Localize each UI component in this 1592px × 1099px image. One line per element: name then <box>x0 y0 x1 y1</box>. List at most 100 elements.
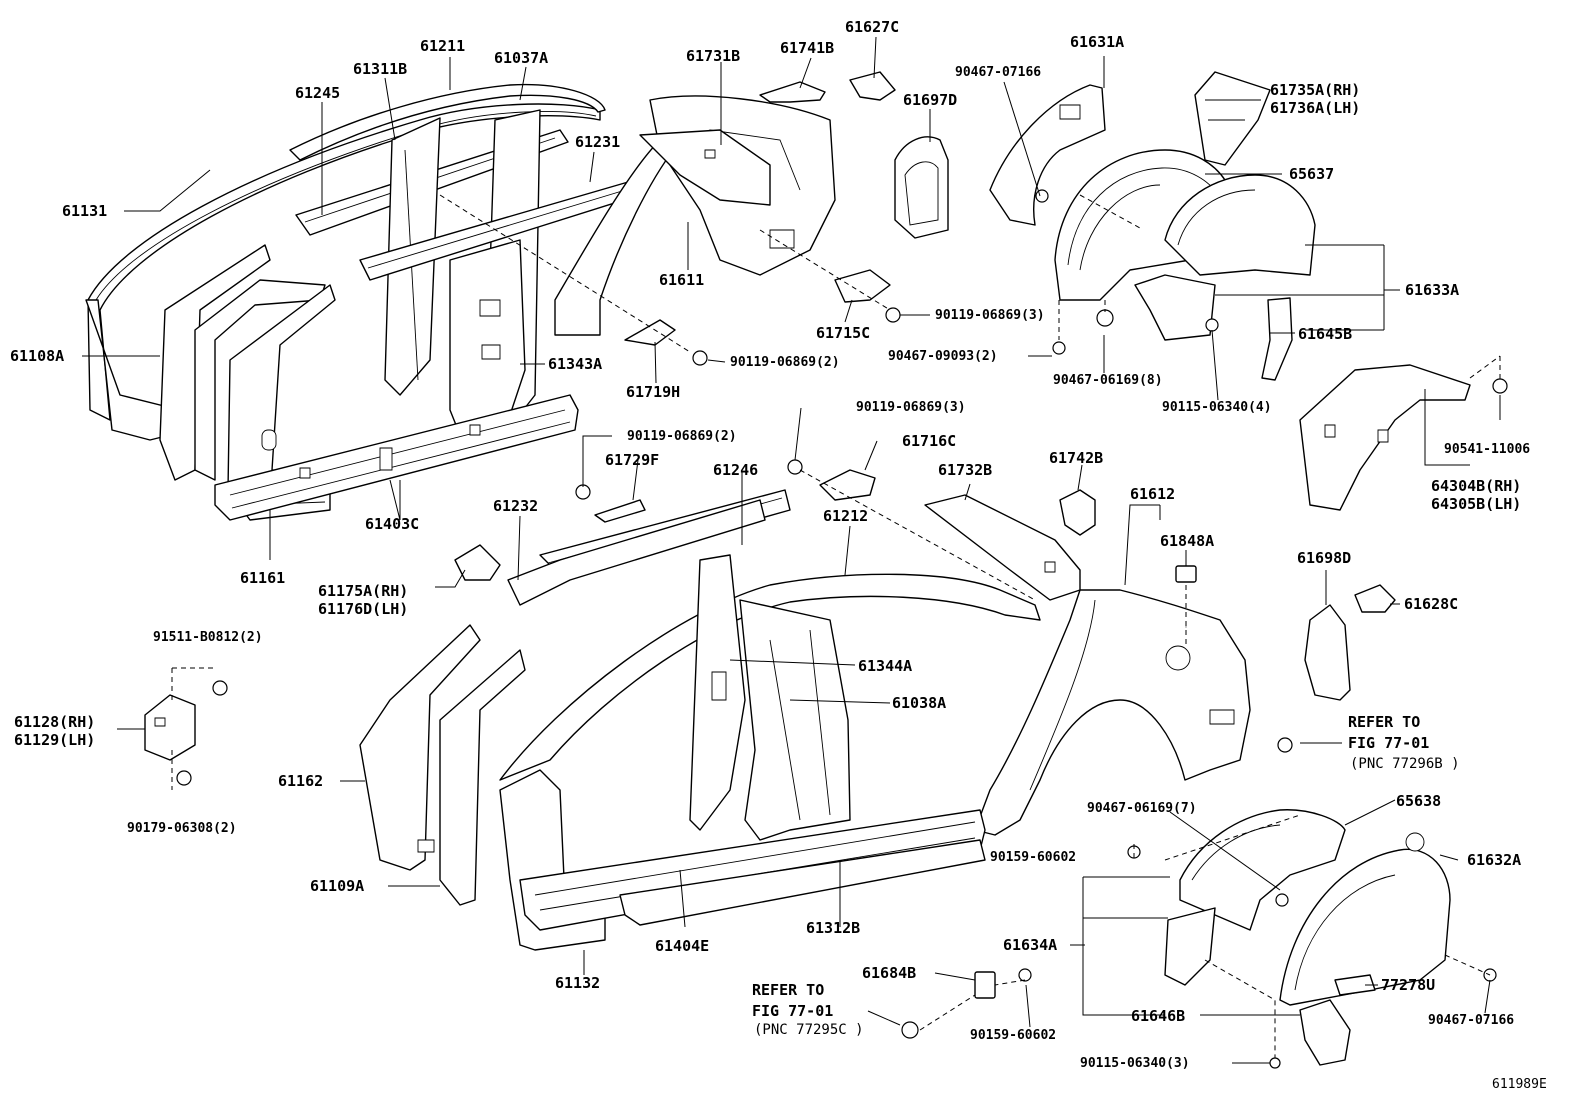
label-77278U: 77278U <box>1381 976 1436 994</box>
leader-lines <box>82 37 1500 1063</box>
part-61716C-bracket <box>820 470 875 500</box>
label-61741B: 61741B <box>780 39 835 57</box>
part-61715C-bracket <box>835 270 890 302</box>
part-61732B-quarter-gusset <box>925 495 1080 600</box>
part-61131-roof-side-outer <box>86 104 600 440</box>
label-61731B: 61731B <box>686 47 741 65</box>
label-61038A: 61038A <box>892 694 947 712</box>
label-61719H: 61719H <box>626 383 681 401</box>
label-61403C: 61403C <box>365 515 420 533</box>
label-61627C: 61627C <box>845 18 900 36</box>
label-91511-B0812: 91511-B0812(2) <box>153 630 263 645</box>
label-pnc-77295C: (PNC 77295C ) <box>754 1022 864 1038</box>
label-61698D: 61698D <box>1297 549 1352 567</box>
label-61736A: 61736A(LH) <box>1270 99 1361 117</box>
part-61211-roof-rail <box>290 85 605 160</box>
label-61212: 61212 <box>823 507 869 525</box>
label-61162: 61162 <box>278 772 324 790</box>
part-61628C-bracket <box>1355 585 1395 612</box>
label-61697D: 61697D <box>903 91 958 109</box>
label-90467-06169-7: 90467-06169(7) <box>1087 801 1197 816</box>
part-61632A-wheel-house-outer <box>1280 833 1450 1005</box>
label-61631A: 61631A <box>1070 33 1125 51</box>
part-61735A-reinforcement <box>1195 72 1270 165</box>
part-61731B-gusset <box>640 130 770 205</box>
label-61175A: 61175A(RH) <box>318 582 409 600</box>
label-61128: 61128(RH) <box>14 713 96 731</box>
label-90467-06169-8: 90467-06169(8) <box>1053 373 1163 388</box>
label-61161: 61161 <box>240 569 286 587</box>
part-61109A-front-pillar <box>440 650 525 905</box>
label-61245: 61245 <box>295 84 341 102</box>
label-61344A: 61344A <box>858 657 913 675</box>
label-65638: 65638 <box>1396 792 1442 810</box>
part-61627C-bracket <box>850 72 895 100</box>
label-61729F: 61729F <box>605 451 660 469</box>
part-61697D-wheelhouse-liner <box>895 137 948 238</box>
part-61162-front-pillar <box>360 625 480 870</box>
part-61344A-center-pillar <box>690 555 745 830</box>
label-61109A: 61109A <box>310 877 365 895</box>
label-fig-77-01-1: FIG 77-01 <box>1348 734 1430 752</box>
label-61684B: 61684B <box>862 964 917 982</box>
part-77278U-bracket <box>1335 975 1375 995</box>
part-61742B-bracket <box>1060 490 1095 535</box>
label-61311B: 61311B <box>353 60 408 78</box>
part-61646B-bracket <box>1300 1000 1350 1065</box>
part-61403C-rocker-inner <box>215 395 578 520</box>
label-90467-09093: 90467-09093(2) <box>888 349 998 364</box>
part-61848A-clip <box>1176 566 1196 582</box>
part-61634A-bracket <box>1165 908 1215 985</box>
part-65638-wheel-house <box>1180 810 1345 930</box>
part-61128-hinge-bracket <box>145 695 195 760</box>
label-61037A: 61037A <box>494 49 549 67</box>
label-61211: 61211 <box>420 37 466 55</box>
label-61612: 61612 <box>1130 485 1176 503</box>
label-61715C: 61715C <box>816 324 871 342</box>
label-90467-07166-bot: 90467-07166 <box>1428 1013 1515 1028</box>
label-61646B: 61646B <box>1131 1007 1186 1025</box>
label-90179-06308: 90179-06308(2) <box>127 821 237 836</box>
label-61231: 61231 <box>575 133 621 151</box>
part-61312B-rocker-outer <box>620 840 985 925</box>
fasteners <box>177 190 1507 1068</box>
label-61131: 61131 <box>62 202 108 220</box>
part-61684B-clip <box>975 972 995 998</box>
assembly-dashed-lines <box>172 195 1500 1058</box>
label-90119-06869-3a: 90119-06869(3) <box>935 308 1045 323</box>
label-fig-77-01-2: FIG 77-01 <box>752 1002 834 1020</box>
label-61176D: 61176D(LH) <box>318 600 409 618</box>
label-90159-60602-a: 90159-60602 <box>990 850 1077 865</box>
label-61404E: 61404E <box>655 937 710 955</box>
label-61628C: 61628C <box>1404 595 1459 613</box>
part-61038A-pillar <box>740 600 850 840</box>
label-90115-06340-4: 90115-06340(4) <box>1162 400 1272 415</box>
label-90159-60602-b: 90159-60602 <box>970 1028 1057 1043</box>
label-61343A: 61343A <box>548 355 603 373</box>
label-61645B: 61645B <box>1298 325 1353 343</box>
label-90119-06869-2a: 90119-06869(2) <box>730 355 840 370</box>
part-61729F-bracket <box>595 500 645 522</box>
label-64304B: 64304B(RH) <box>1431 477 1522 495</box>
label-61611: 61611 <box>659 271 705 289</box>
part-61175A-bracket <box>455 545 500 580</box>
label-pnc-77296B: (PNC 77296B ) <box>1350 756 1460 772</box>
part-61719H-bracket <box>625 320 675 345</box>
label-61312B: 61312B <box>806 919 861 937</box>
illustration-id: 611989E <box>1492 1077 1547 1092</box>
label-61716C: 61716C <box>902 432 957 450</box>
part-61612-quarter-panel <box>975 590 1250 835</box>
label-90115-06340-3: 90115-06340(3) <box>1080 1056 1190 1071</box>
label-65637: 65637 <box>1289 165 1335 183</box>
label-61742B: 61742B <box>1049 449 1104 467</box>
label-61732B: 61732B <box>938 461 993 479</box>
label-90467-07166-top: 90467-07166 <box>955 65 1042 80</box>
label-61132: 61132 <box>555 974 601 992</box>
label-61848A: 61848A <box>1160 532 1215 550</box>
label-61108A: 61108A <box>10 347 65 365</box>
label-64305B: 64305B(LH) <box>1431 495 1522 513</box>
label-90541-11006: 90541-11006 <box>1444 442 1531 457</box>
label-refer-to-1: REFER TO <box>1348 713 1421 731</box>
